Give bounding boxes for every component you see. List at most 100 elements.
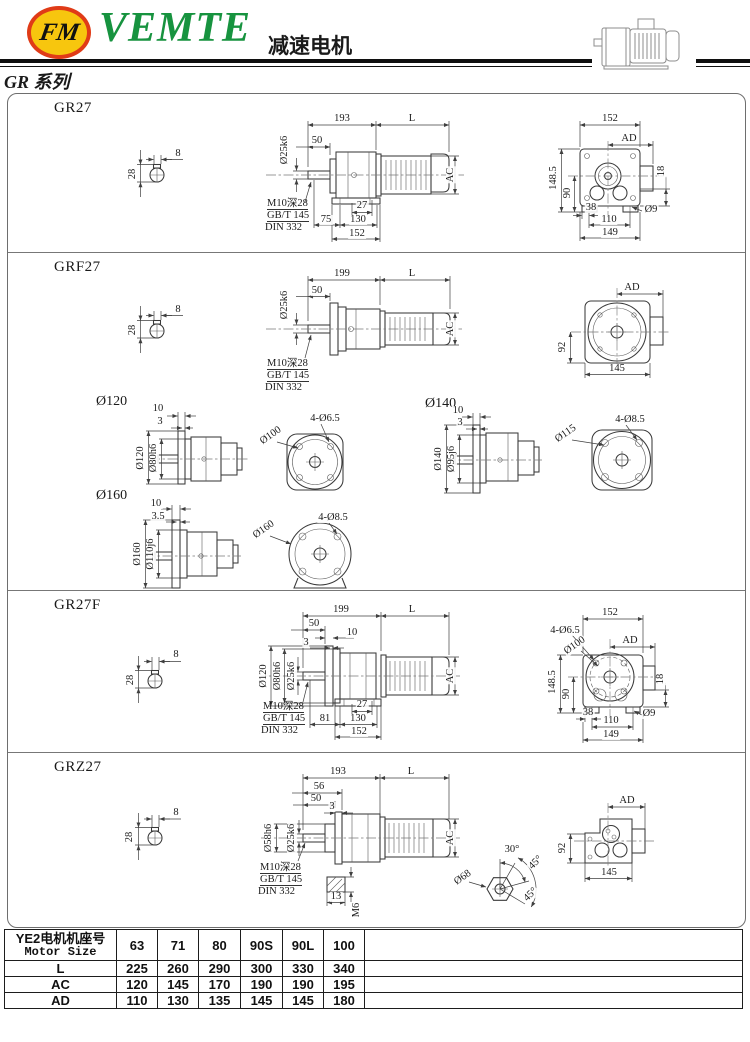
dim-label: 4-Ø8.5 bbox=[614, 414, 646, 425]
dim-label: 145 bbox=[600, 867, 618, 878]
table-row-header: YE2电机机座号 Motor Size bbox=[4, 929, 117, 961]
doc-title: 减速电机 bbox=[268, 34, 352, 58]
table-cell: 340 bbox=[323, 960, 365, 977]
dim-label: 4-Ø8.5 bbox=[317, 512, 349, 523]
section-title: GR27 bbox=[54, 100, 92, 116]
dim-label: 110 bbox=[602, 715, 620, 726]
dim-label: AC bbox=[445, 320, 456, 338]
table-cell: 300 bbox=[240, 960, 283, 977]
dim-label: 38 bbox=[584, 202, 598, 213]
dim-label: 4-Ø6.5 bbox=[309, 413, 341, 424]
dim-label: AC bbox=[445, 829, 456, 847]
dimension-table: YE2电机机座号 Motor Size 63 71 80 90S 90L 100… bbox=[4, 929, 743, 1009]
dim-label: 152 bbox=[348, 228, 366, 239]
dim-label: Ø120 bbox=[258, 663, 269, 689]
table-cell: 120 bbox=[116, 976, 158, 993]
dim-label: Ø25k6 bbox=[279, 134, 290, 166]
dim-label: L bbox=[406, 766, 416, 777]
dim-label: L bbox=[407, 604, 417, 615]
table-cell: 145 bbox=[240, 992, 283, 1009]
dim-label: 13 bbox=[329, 891, 343, 902]
dim-label: 148.5 bbox=[547, 669, 558, 695]
dim-label: Ø80h6 bbox=[272, 660, 283, 692]
dim-label: Ø110j6 bbox=[145, 537, 156, 571]
table-cell: 135 bbox=[198, 992, 241, 1009]
dim-label: M6 bbox=[351, 901, 362, 919]
dim-label: 152 bbox=[601, 607, 619, 618]
dim-label: AD bbox=[618, 795, 636, 806]
brand-logo-mark: FM bbox=[37, 18, 81, 46]
dim-label: Ø9 bbox=[643, 204, 659, 215]
header-rule-thick bbox=[0, 59, 750, 63]
dim-label: 38 bbox=[581, 707, 595, 718]
tap-note: DIN 332 bbox=[265, 382, 303, 393]
table-cell: 145 bbox=[157, 976, 199, 993]
table-cell: 130 bbox=[157, 992, 199, 1009]
table-col-header: 90S bbox=[240, 929, 283, 961]
gearmotor-photo-icon bbox=[592, 10, 696, 74]
table-col-header: 63 bbox=[116, 929, 158, 961]
dim-label: 10 bbox=[451, 405, 465, 416]
dim-label: 149 bbox=[602, 729, 620, 740]
table-header-cn: YE2电机机座号 bbox=[15, 930, 106, 946]
dim-label: 8 bbox=[174, 304, 182, 315]
dim-label: 193 bbox=[333, 113, 351, 124]
tap-note: GB/T 145 bbox=[263, 713, 306, 725]
drawings-panel: GR27 8 28 193 L 50 Ø25k6 AC M10深28 GB/T … bbox=[7, 93, 746, 928]
dim-label: Ø9 bbox=[641, 708, 657, 719]
dim-label: 3 bbox=[302, 637, 310, 648]
table-col-header: 90L bbox=[282, 929, 324, 961]
section-title: GRF27 bbox=[54, 259, 101, 275]
dim-label: 50 bbox=[307, 618, 321, 629]
dim-label: 8 bbox=[172, 807, 180, 818]
table-col-header: 100 bbox=[323, 929, 365, 961]
dim-label: 3 bbox=[328, 801, 336, 812]
dim-label: 50 bbox=[310, 135, 324, 146]
dim-label: 130 bbox=[349, 713, 367, 724]
dim-label: Ø140 bbox=[433, 446, 444, 472]
section-gr27f: GR27F 8 28 199 L 50 10 3 Ø120 Ø80h6 Ø25k… bbox=[8, 590, 745, 753]
gr27f-drawing bbox=[135, 612, 669, 743]
dim-label: 30° bbox=[503, 844, 521, 855]
dim-label: 10 bbox=[149, 498, 163, 509]
dim-label: 4-Ø6.5 bbox=[549, 625, 581, 636]
tap-note: GB/T 145 bbox=[260, 874, 303, 886]
tap-note: M10深28 bbox=[267, 358, 308, 370]
table-cell: 225 bbox=[116, 960, 158, 977]
brand-logo: FM bbox=[27, 6, 91, 59]
dim-label: 27 bbox=[355, 699, 369, 710]
dim-label: 193 bbox=[329, 766, 347, 777]
dim-label: 75 bbox=[319, 214, 333, 225]
table-empty-cell bbox=[364, 960, 743, 977]
dim-label: 27 bbox=[355, 200, 369, 211]
dim-label: 199 bbox=[333, 268, 351, 279]
dim-label: 28 bbox=[124, 830, 135, 844]
dim-label: AC bbox=[445, 667, 456, 685]
dim-label: Ø58h6 bbox=[263, 822, 274, 854]
dim-label: 50 bbox=[309, 793, 323, 804]
dim-label: 81 bbox=[318, 713, 332, 724]
table-cell: 290 bbox=[198, 960, 241, 977]
table-cell: 330 bbox=[282, 960, 324, 977]
table-row-label: AD bbox=[4, 992, 117, 1009]
dim-label: 8 bbox=[172, 649, 180, 660]
flange-title: Ø160 bbox=[96, 488, 128, 503]
dim-label: 18 bbox=[656, 164, 667, 178]
dim-label: 8 bbox=[174, 148, 182, 159]
table-cell: 190 bbox=[282, 976, 324, 993]
table-cell: 260 bbox=[157, 960, 199, 977]
dim-label: L bbox=[407, 268, 417, 279]
section-title: GR27F bbox=[54, 597, 101, 613]
dim-label: 3 bbox=[456, 417, 464, 428]
dim-label: 18 bbox=[655, 672, 666, 686]
table-header-en: Motor Size bbox=[24, 944, 97, 959]
header-rule-thin bbox=[0, 66, 750, 67]
section-title: GRZ27 bbox=[54, 759, 102, 775]
table-cell: 110 bbox=[116, 992, 158, 1009]
table-col-header: 80 bbox=[198, 929, 241, 961]
flange-title: Ø120 bbox=[96, 394, 128, 409]
dim-label: Ø160 bbox=[132, 541, 143, 567]
dim-label: Ø25k6 bbox=[286, 822, 297, 854]
tap-note: GB/T 145 bbox=[267, 370, 310, 382]
